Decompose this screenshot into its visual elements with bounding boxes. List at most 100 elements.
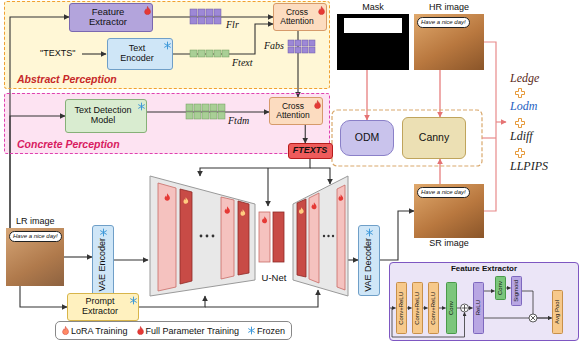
legend-item: Frozen	[248, 326, 285, 336]
box-label: Sigmoid	[513, 280, 520, 302]
bubble-text: Have a nice day!	[9, 231, 62, 242]
layer-box: Conv	[495, 276, 506, 300]
feature-grid	[288, 40, 294, 46]
plus-symbol	[516, 89, 525, 98]
training-icon	[318, 6, 325, 15]
snowflake	[164, 42, 170, 50]
frozen-icon	[366, 228, 373, 237]
feature-grid	[186, 104, 193, 111]
flame	[144, 6, 150, 14]
unet-drawing	[323, 235, 325, 237]
connector	[139, 296, 205, 307]
panel-fill	[4, 1, 330, 89]
loss-wire	[482, 42, 506, 211]
connector	[407, 308, 412, 309]
unet-drawing	[293, 176, 348, 296]
plus-symbol	[516, 149, 525, 158]
connector	[20, 286, 67, 307]
connector	[114, 259, 148, 260]
unet-drawing	[297, 199, 306, 277]
mask-image: Mask	[337, 14, 409, 70]
snowflake	[130, 297, 136, 305]
heading-text: Mask	[325, 3, 421, 13]
layer-box: Avg Pool	[552, 290, 563, 334]
feature-grid	[194, 112, 201, 119]
training-icon	[144, 6, 151, 15]
feature-grid	[186, 50, 229, 119]
training-flame	[165, 193, 170, 201]
attention-box: Cross Attention	[269, 97, 323, 125]
feature-grid	[214, 9, 221, 16]
box-label: FTEXTS	[293, 146, 328, 156]
box-label: VAE Decoder	[364, 238, 374, 292]
feature-grid	[186, 112, 193, 119]
multiply-symbol	[531, 316, 535, 320]
training-flame	[225, 206, 230, 214]
dashed-group	[332, 110, 482, 166]
input-text: "TEXTS"	[40, 49, 75, 59]
loss-wire	[484, 42, 496, 211]
feature-grid	[206, 9, 213, 16]
feature-grid	[190, 50, 197, 57]
multiply-symbol	[529, 314, 537, 322]
box-label: Canny	[419, 132, 449, 144]
feature-grid	[190, 17, 197, 24]
box-label: Conv	[448, 301, 455, 315]
branch-arrow	[310, 168, 330, 184]
multiply-symbol	[529, 314, 537, 322]
branch-arrow	[205, 290, 318, 307]
heading-text: Feature Extractor	[390, 265, 578, 274]
connector	[380, 211, 414, 260]
branch-arrow	[205, 168, 330, 307]
input-arrow	[82, 53, 106, 54]
connector	[439, 159, 440, 184]
feature-grid	[202, 112, 209, 119]
box-label: Text Encoder	[112, 44, 162, 64]
feature-grid	[198, 17, 205, 24]
box-label: Prompt Extractor	[72, 297, 128, 317]
unet-drawing	[158, 183, 176, 291]
feature-grid	[214, 17, 221, 24]
connector	[484, 318, 552, 319]
flame	[314, 100, 320, 108]
unet-drawing	[221, 197, 234, 279]
frozen-icon	[138, 102, 145, 111]
legend-text: LoRA Training	[71, 326, 128, 336]
training-flame	[312, 202, 317, 209]
feature-symbol: Flr	[226, 19, 239, 30]
training-flame	[299, 207, 304, 214]
add-symbol	[461, 304, 469, 312]
layer-box: ReLU	[473, 282, 484, 334]
box-label: VAE Encoder	[98, 238, 108, 291]
feature-grid	[222, 50, 229, 57]
attention-box: Cross Attention	[273, 3, 327, 31]
unet-drawing	[180, 189, 192, 284]
lr-image: LR imageHave a nice day!	[6, 228, 64, 286]
canny-box: Canny	[402, 117, 466, 159]
bubble-text: Have a nice day!	[417, 187, 470, 198]
legend-item: Full Parameter Training	[137, 326, 240, 336]
connector	[366, 70, 367, 120]
box-label: ODM	[355, 132, 380, 144]
model-box: Text Detection Model	[65, 99, 147, 133]
panel-fill	[337, 14, 409, 70]
flame	[137, 326, 143, 334]
frozen-icon	[248, 326, 255, 335]
unet-drawing	[259, 212, 270, 262]
unet-drawing	[206, 235, 209, 238]
frozen-icon	[130, 296, 137, 305]
connector	[484, 291, 495, 292]
add-symbol	[461, 304, 469, 312]
flame	[318, 6, 324, 14]
feature-grid	[218, 104, 225, 111]
unet-drawing	[212, 235, 215, 238]
connector	[10, 116, 65, 228]
bubble-text: Have a nice day!	[417, 17, 470, 28]
snowflake	[366, 228, 372, 236]
box-label: Conv	[497, 281, 504, 295]
heading-text: LR image	[16, 217, 55, 227]
loss-term: LLPIPS	[510, 160, 548, 173]
feature-grid	[190, 9, 197, 16]
training-icon	[62, 326, 69, 335]
feature-grid	[198, 9, 205, 16]
